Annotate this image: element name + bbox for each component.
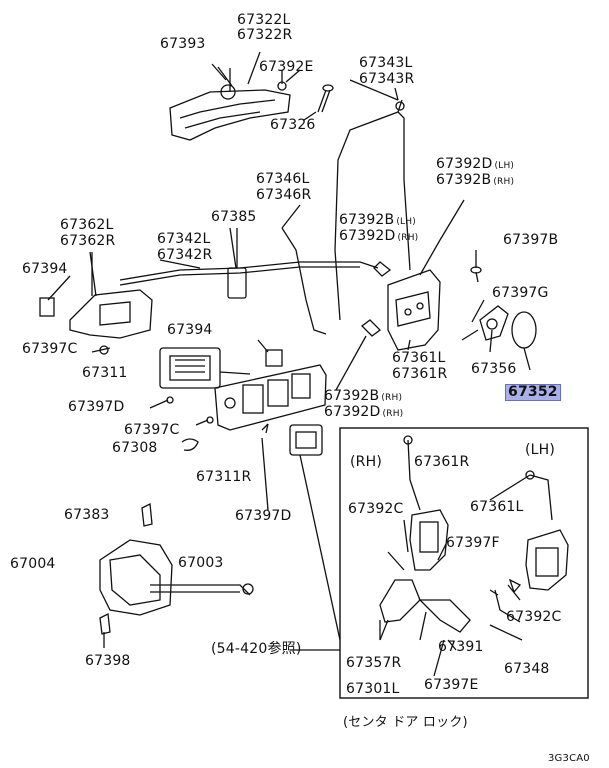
label-67392C-b: 67392C <box>506 609 562 625</box>
outside-handle-shape <box>169 89 291 141</box>
label-67343L: 67343L <box>359 55 413 71</box>
label-67004: 67004 <box>10 556 56 572</box>
label-reference: (54-420参照) <box>211 641 302 657</box>
label-67394-b: 67394 <box>167 322 213 338</box>
label-67342L: 67342L <box>157 231 211 247</box>
figure-code: 3G3CA0 <box>548 753 590 764</box>
label-67397B: 67397B <box>503 232 559 248</box>
label-67397D-b: 67397D <box>235 508 292 524</box>
label-67301L: 67301L <box>346 681 400 697</box>
handle-cap-67393 <box>220 84 236 100</box>
label-67397C-b: 67397C <box>124 422 180 438</box>
label-67392B-rh: 67392B(RH) <box>436 172 515 188</box>
inside-handle-67362 <box>69 289 153 339</box>
label-67398: 67398 <box>85 653 131 669</box>
inset-rh-lock <box>409 509 449 571</box>
label-67397C-a: 67397C <box>22 341 78 357</box>
label-67397D-a: 67397D <box>68 399 125 415</box>
label-67397E: 67397E <box>424 677 479 693</box>
bumper-67383 <box>141 502 153 527</box>
bolt-67398 <box>99 613 111 635</box>
label-67361R-b: 67361R <box>414 454 470 470</box>
label-67003: 67003 <box>178 555 224 571</box>
label-67392D-rh2: 67392D(RH) <box>324 404 404 420</box>
inset-link-67301L <box>418 599 471 633</box>
inset-title-rh: (RH) <box>350 454 382 470</box>
label-67392D-rh: 67392D(RH) <box>339 228 419 244</box>
checker-67004 <box>99 539 173 616</box>
cover-67311R <box>214 364 327 431</box>
label-67343R: 67343R <box>359 71 415 87</box>
rod-clip-67326 <box>317 89 331 113</box>
label-67392E: 67392E <box>259 59 314 75</box>
inset-lh-lock <box>525 529 569 591</box>
door-lock-67361 <box>387 269 441 351</box>
clip-67308 <box>181 438 199 451</box>
label-67311R: 67311R <box>196 469 252 485</box>
label-67348: 67348 <box>504 661 550 677</box>
label-67322L: 67322L <box>237 12 291 28</box>
label-67357R: 67357R <box>346 655 402 671</box>
label-67346R: 67346R <box>256 187 312 203</box>
label-67394-a: 67394 <box>22 261 68 277</box>
inset-title-lh: (LH) <box>525 442 556 458</box>
label-67397G: 67397G <box>492 285 549 301</box>
label-67392B-rh2: 67392B(RH) <box>324 388 403 404</box>
label-67393: 67393 <box>160 36 206 52</box>
label-67391: 67391 <box>438 639 484 655</box>
escutcheon-67311 <box>159 347 221 389</box>
label-67397F: 67397F <box>446 535 500 551</box>
rod-67343 <box>334 99 403 321</box>
rod-67346 <box>281 227 327 335</box>
label-67362L: 67362L <box>60 217 114 233</box>
label-67392D-lh: 67392D(LH) <box>436 156 515 172</box>
striker-67356 <box>479 305 509 341</box>
cap-part <box>289 424 323 456</box>
label-67392C-a: 67392C <box>348 501 404 517</box>
label-67311: 67311 <box>82 365 128 381</box>
rod-67342 <box>119 261 379 281</box>
shim-67352 <box>511 311 537 349</box>
label-67385: 67385 <box>211 209 257 225</box>
label-67308: 67308 <box>112 440 158 456</box>
inset-box <box>339 427 589 699</box>
inset-caption: (センタ ドア ロック) <box>343 715 468 730</box>
label-67352-highlight[interactable]: 67352 <box>505 384 561 401</box>
label-67346L: 67346L <box>256 171 310 187</box>
label-67392B-lh: 67392B(LH) <box>339 212 416 228</box>
label-67326: 67326 <box>270 117 316 133</box>
label-67322R: 67322R <box>237 27 293 43</box>
label-67383: 67383 <box>64 507 110 523</box>
inset-actuator-67357R <box>379 579 421 623</box>
label-67361L-a: 67361L <box>392 350 446 366</box>
clip-67394b <box>265 349 283 367</box>
clip-67394a <box>39 297 55 317</box>
label-67362R: 67362R <box>60 233 116 249</box>
label-67356: 67356 <box>471 361 517 377</box>
label-67361R-a: 67361R <box>392 366 448 382</box>
label-67361L-b: 67361L <box>470 499 524 515</box>
checker-arm-67003 <box>150 584 251 596</box>
label-67342R: 67342R <box>157 247 213 263</box>
